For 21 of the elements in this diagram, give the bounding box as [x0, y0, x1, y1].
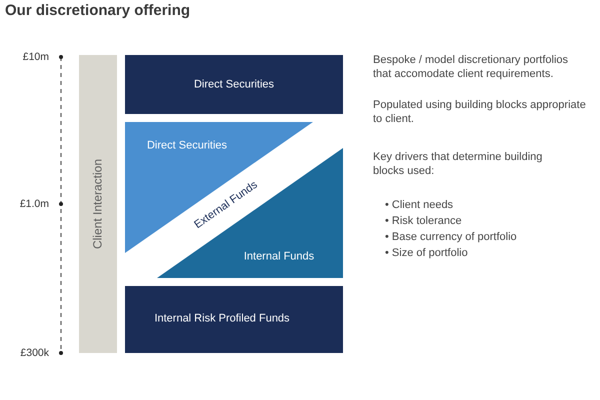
diagram-title: Our discretionary offering: [5, 2, 190, 20]
description-text: Bespoke / model discretionary portfolios that accomodate client requirements.: [373, 53, 570, 81]
side-bar: [79, 55, 117, 353]
bar-label: Client Interaction: [92, 158, 104, 250]
triangle-panel: [125, 122, 313, 253]
scale-label: £1.0m: [20, 197, 49, 211]
scale-label: £10m: [22, 50, 49, 64]
description-text: Key drivers that determine building blocks used:: [373, 150, 544, 178]
bullet-item: • Client needs: [385, 198, 454, 213]
bullet-item: • Base currency of portfolio: [385, 230, 517, 245]
triangle-panel: [157, 148, 343, 278]
tier-panel: [125, 286, 343, 353]
bullet-item: • Risk tolerance: [385, 214, 462, 229]
description-text: Populated using building blocks appropriate to client.: [373, 98, 587, 126]
panel-label: Direct Securities: [146, 140, 228, 152]
panel-label: Internal Risk Profiled Funds: [154, 312, 290, 326]
panel-label: Direct Securities: [194, 78, 274, 92]
tier-panel: [125, 55, 343, 114]
panel-label: Internal Funds: [244, 250, 314, 264]
bullet-item: • Size of portfolio: [385, 246, 468, 261]
scale-label: £300k: [20, 346, 49, 360]
